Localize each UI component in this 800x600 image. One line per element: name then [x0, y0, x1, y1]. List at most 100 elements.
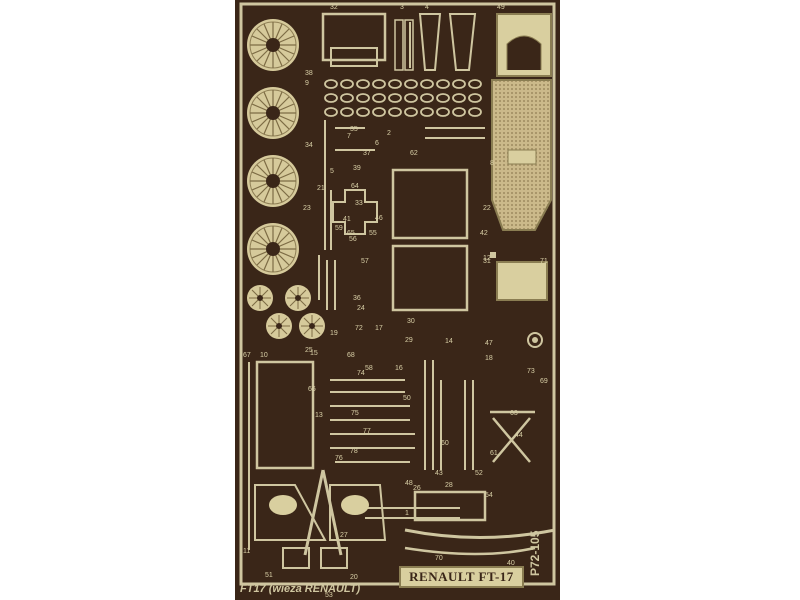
part-number-label: 11 [243, 548, 251, 555]
part-number-label: 24 [357, 305, 365, 312]
part-number-label: 51 [265, 572, 273, 579]
part-number-label: 42 [480, 230, 488, 237]
road-wheel [246, 18, 300, 72]
fret-frame [239, 2, 556, 586]
part-number-label: 34 [305, 142, 313, 149]
part-number-label: 9 [305, 80, 309, 87]
part-number-label: 17 [375, 325, 383, 332]
part-number-label: 61 [490, 450, 498, 457]
part-number-label: 52 [475, 470, 483, 477]
part-number-label: 64 [351, 183, 359, 190]
sheet-caption: FT17 (wieża RENAULT) [240, 583, 361, 595]
part-57 [496, 261, 548, 301]
fret-drawing [239, 2, 556, 586]
part-number-label: 33 [355, 200, 363, 207]
part-number-label: 70 [435, 555, 443, 562]
part-number-label: 41 [343, 216, 351, 223]
part-number-label: 5 [330, 168, 334, 175]
part-32-tab [330, 47, 378, 67]
part-number-label: 44 [515, 432, 523, 439]
part-number-label: 67 [243, 352, 251, 359]
road-wheel [246, 222, 300, 276]
part-number-label: 25 [305, 347, 313, 354]
part-number-label: 48 [405, 480, 413, 487]
part-number-label: 26 [413, 485, 421, 492]
part-number-label: 6 [375, 140, 379, 147]
part-number-label: 28 [445, 482, 453, 489]
part-number-label: 66 [308, 386, 316, 393]
part-number-label: 77 [363, 428, 371, 435]
part-number-label: 40 [507, 560, 515, 567]
part-number-label: 65 [347, 230, 355, 237]
part-number-label: 8 [490, 160, 494, 167]
part-number-label: 1 [405, 510, 409, 517]
part-number-label: 22 [483, 205, 491, 212]
part-number-label: 29 [405, 337, 413, 344]
part-number-label: 76 [335, 455, 343, 462]
rods [318, 22, 485, 519]
nameplate: RENAULT FT-17 [399, 566, 524, 588]
part-number-label: 32 [330, 4, 338, 11]
part-number-label: 31 [483, 258, 491, 265]
part-number-label: 58 [365, 365, 373, 372]
part-number-label: 56 [349, 236, 357, 243]
road-wheel [246, 86, 300, 140]
part-45-cross [490, 410, 535, 463]
part-number-label: 35 [350, 126, 358, 133]
small-wheel [265, 312, 293, 340]
part-32 [321, 12, 387, 62]
hatch-upper [391, 168, 469, 240]
part-number-label: 18 [485, 355, 493, 362]
part-number-label: 68 [347, 352, 355, 359]
part-number-label: 49 [497, 4, 505, 11]
part-number-label: 78 [350, 448, 358, 455]
part-number-label: 71 [540, 258, 548, 265]
part-number-label: 30 [407, 318, 415, 325]
part-number-label: 7 [347, 133, 351, 140]
part-number-label: 27 [340, 532, 348, 539]
part-number-label: 12 [483, 255, 491, 262]
product-code: P72-105 [528, 530, 542, 576]
part-number-label: 43 [435, 470, 443, 477]
part-number-label: 53 [325, 592, 333, 599]
part-number-label: 15 [310, 350, 318, 357]
part-number-label: 3 [400, 4, 404, 11]
part-number-label: 21 [317, 185, 325, 192]
part-41 [332, 189, 378, 235]
small-wheel [284, 284, 312, 312]
part-number-label: 75 [351, 410, 359, 417]
part-number-label: 62 [410, 150, 418, 157]
side-panel [255, 360, 315, 470]
part-number-label: 23 [303, 205, 311, 212]
road-wheel [246, 154, 300, 208]
part-number-label: 19 [330, 330, 338, 337]
part-number-label: 50 [403, 395, 411, 402]
part-number-label: 36 [353, 295, 361, 302]
part-4 [448, 13, 477, 71]
part-number-label: 55 [369, 230, 377, 237]
part-number-label: 13 [315, 412, 323, 419]
part-number-label: 39 [353, 165, 361, 172]
part-number-label: 46 [375, 215, 383, 222]
part-number-label: 59 [335, 225, 343, 232]
part-number-label: 20 [350, 574, 358, 581]
part-number-label: 16 [395, 365, 403, 372]
hatch-lower [391, 244, 469, 312]
part-number-label: 37 [363, 150, 371, 157]
part-number-label: 69 [540, 378, 548, 385]
part-number-label: 63 [510, 410, 518, 417]
part-number-label: 54 [485, 492, 493, 499]
part-number-label: 14 [445, 338, 453, 345]
part-number-label: 10 [260, 352, 268, 359]
small-wheel [298, 312, 326, 340]
part-number-label: 73 [527, 368, 535, 375]
part-number-label: 72 [355, 325, 363, 332]
part-number-label: 74 [357, 370, 365, 377]
part-number-label: 57 [361, 258, 369, 265]
part-number-label: 60 [441, 440, 449, 447]
part-number-label: 2 [387, 130, 391, 137]
ring-rows [324, 79, 482, 117]
part-number-label: 38 [305, 70, 313, 77]
part-number-label: 47 [485, 340, 493, 347]
